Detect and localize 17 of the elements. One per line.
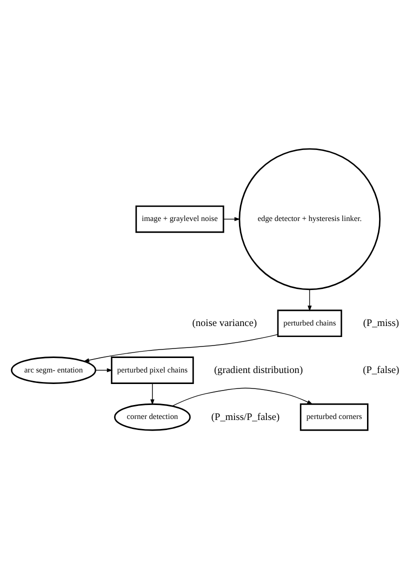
label: (P_false): [362, 364, 400, 376]
node-box: perturbed chains: [277, 310, 342, 338]
label: (P_miss): [363, 318, 399, 330]
node-ellipse: corner detection: [114, 403, 191, 431]
node-box: image + graylevel noise: [135, 205, 224, 233]
node-circle: edge detector + hysteresis linker.: [238, 148, 381, 290]
label: (noise variance): [192, 318, 257, 330]
node-box: perturbed corners: [300, 403, 368, 431]
label: (gradient distribution): [214, 364, 303, 376]
arrow: [95, 368, 113, 372]
arrow: [223, 217, 240, 222]
node-label: (P_miss/P_false): [211, 412, 280, 423]
arrow: [150, 383, 154, 406]
node-box: perturbed pixel chains: [110, 356, 194, 384]
arrow: [172, 388, 313, 406]
arrow: [308, 289, 312, 312]
arrow: [83, 334, 278, 362]
